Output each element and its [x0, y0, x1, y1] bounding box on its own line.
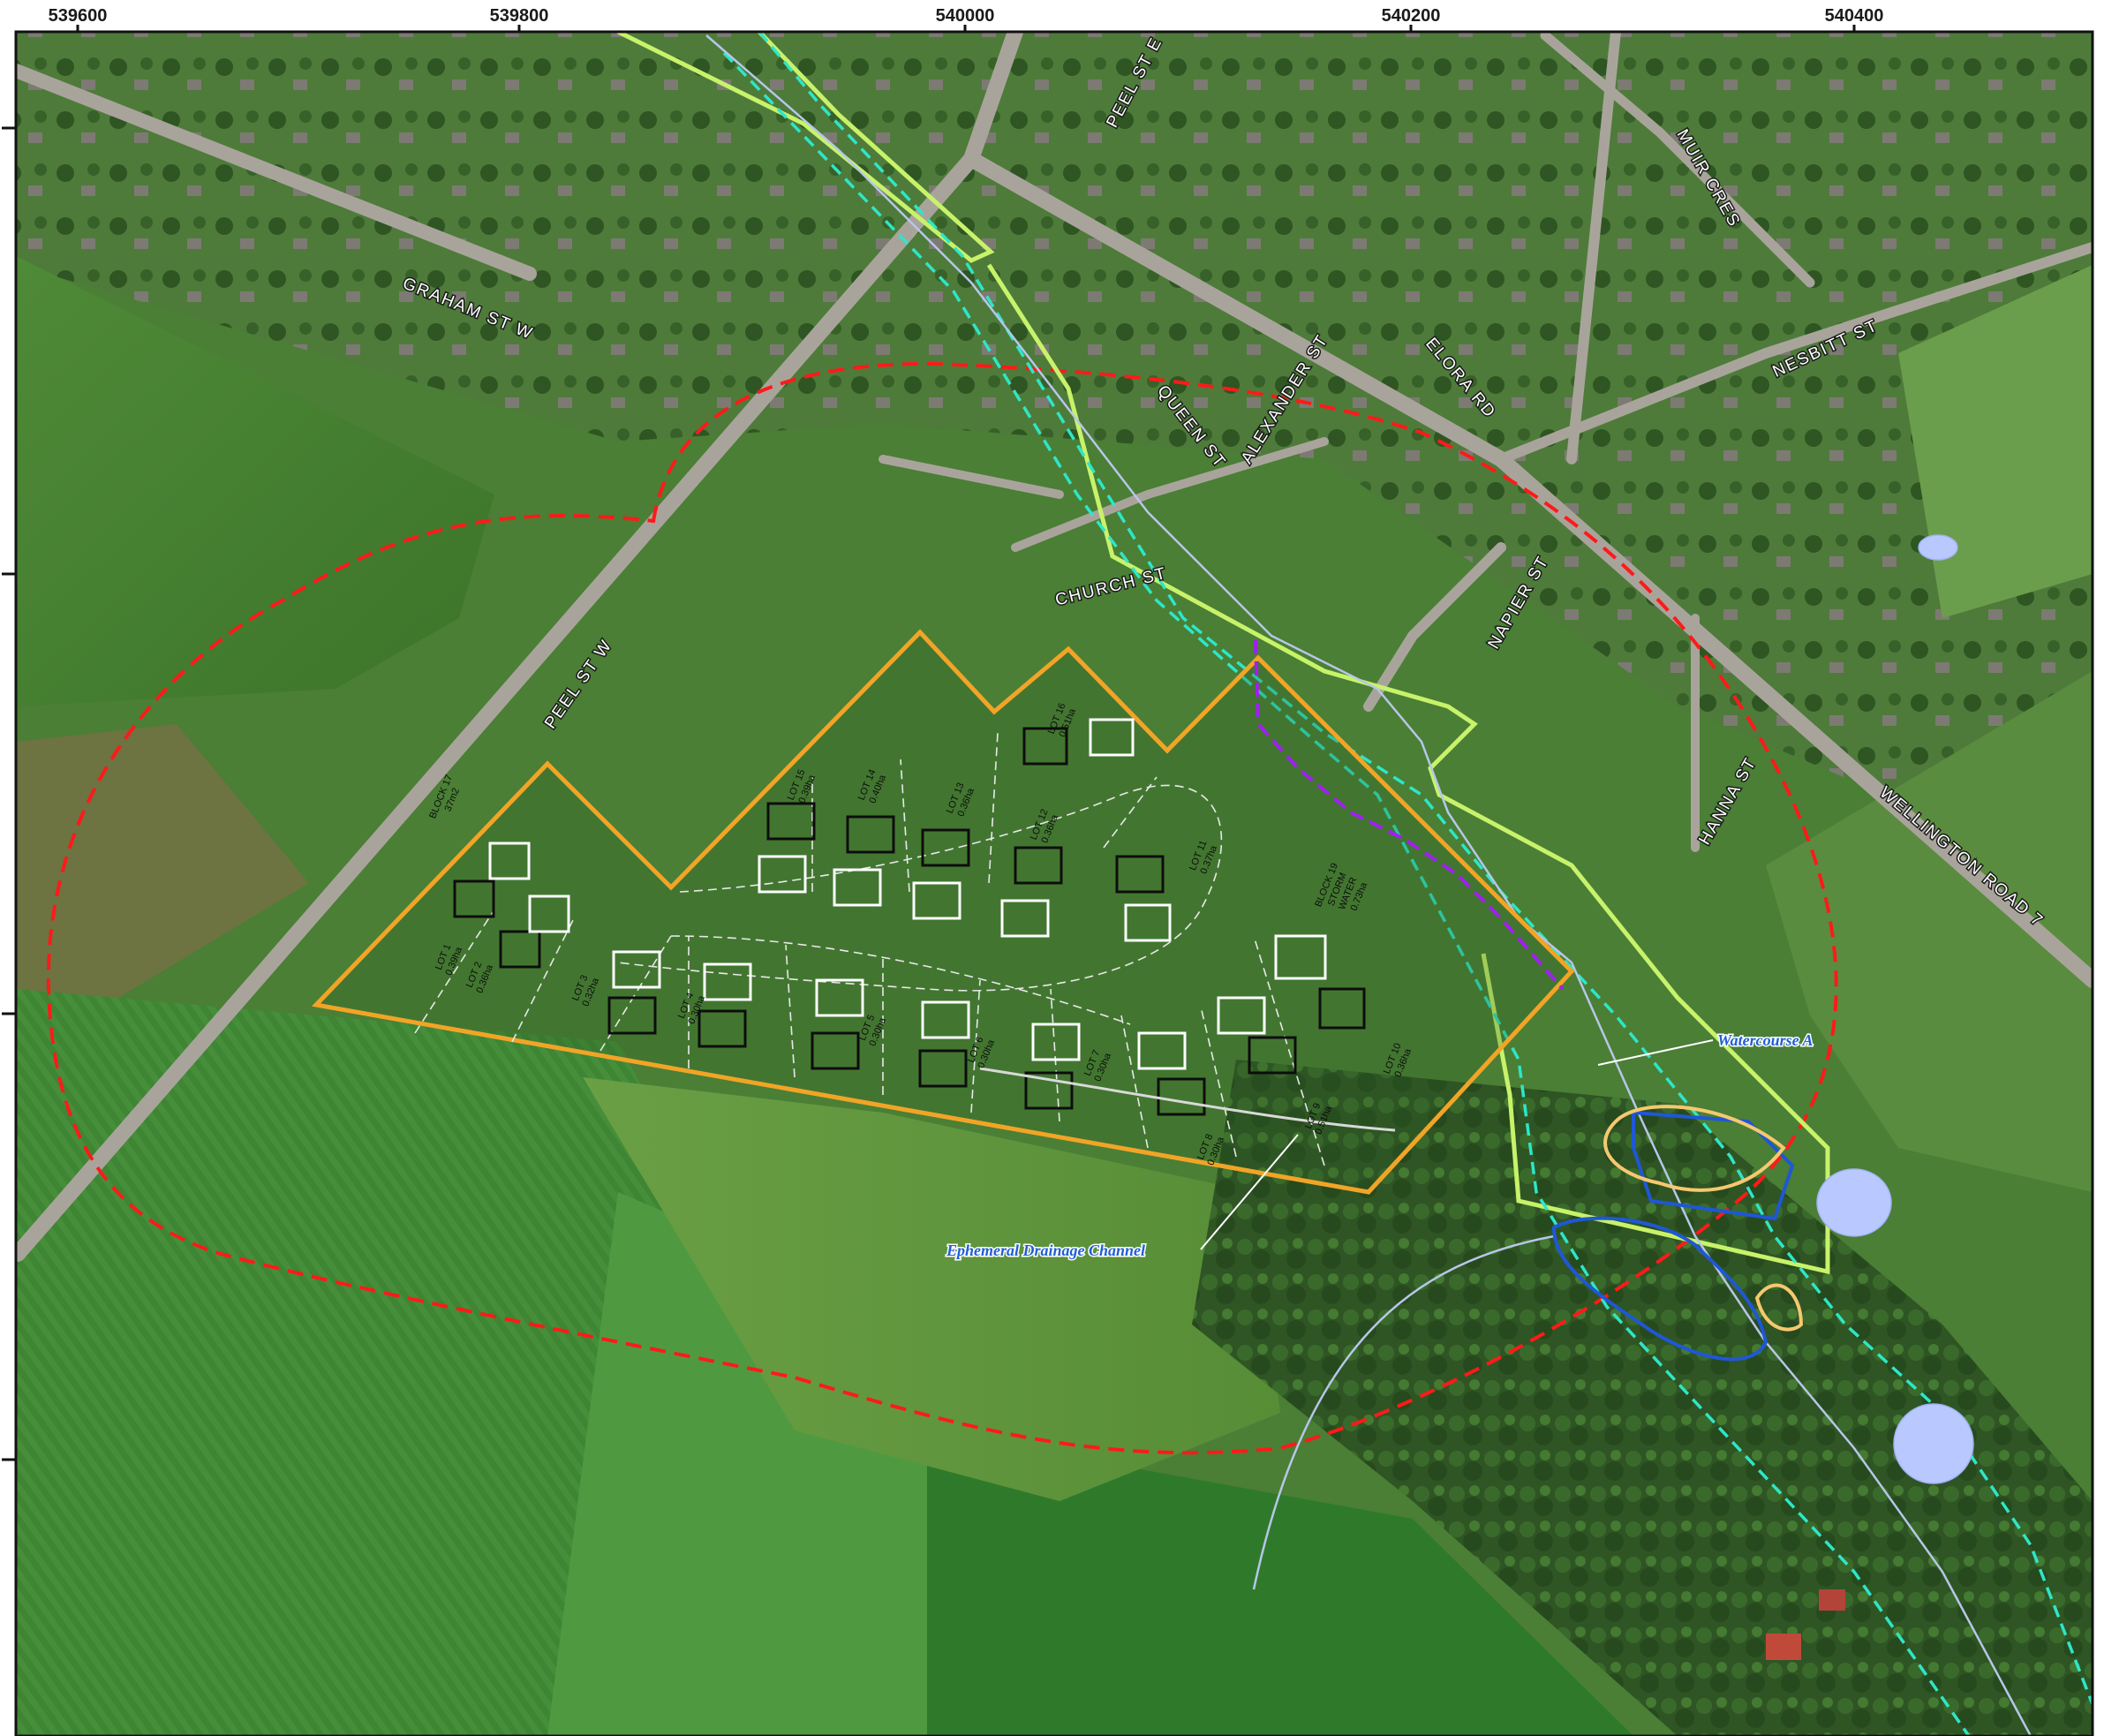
easting-tick-label: 540200 — [1382, 6, 1441, 26]
regulation-limit — [616, 29, 1830, 1275]
block-labels: BLOCK 19 STORM WATER 0.73ha BLOCK 17 37m… — [427, 774, 1373, 922]
watercourse-branch — [1252, 1234, 1555, 1590]
block-19-label: BLOCK 19 STORM WATER 0.73ha — [1313, 859, 1373, 922]
map-border — [14, 30, 2094, 1736]
building-footprints — [453, 718, 1366, 1116]
ephemeral-drainage-label: Ephemeral Drainage Channel — [946, 1242, 1145, 1259]
site-boundary — [311, 629, 1575, 1195]
drainage-channel-line — [979, 1067, 1396, 1132]
study-area-buffer — [46, 361, 1838, 1455]
watercourse-a-label: Watercourse A — [1717, 1031, 1814, 1049]
northing-ticks — [2, 25, 1856, 1461]
hedgerow-line — [1254, 639, 1565, 991]
easting-tick-label: 540000 — [936, 6, 995, 26]
watercourse-line — [705, 34, 2032, 1736]
road-network — [16, 32, 2093, 1262]
easting-tick-label: 540400 — [1825, 6, 1884, 26]
aerial-imagery — [16, 32, 2093, 1736]
wetland-units — [1551, 1105, 1804, 1362]
easting-axis: 539600 539800 540000 540200 540400 — [49, 6, 1884, 26]
easting-tick-label: 539600 — [49, 6, 108, 26]
ponds — [1816, 534, 1974, 1484]
feature-labels: Watercourse A Ephemeral Drainage Channel — [945, 1030, 1815, 1261]
easting-tick-label: 539800 — [490, 6, 549, 26]
